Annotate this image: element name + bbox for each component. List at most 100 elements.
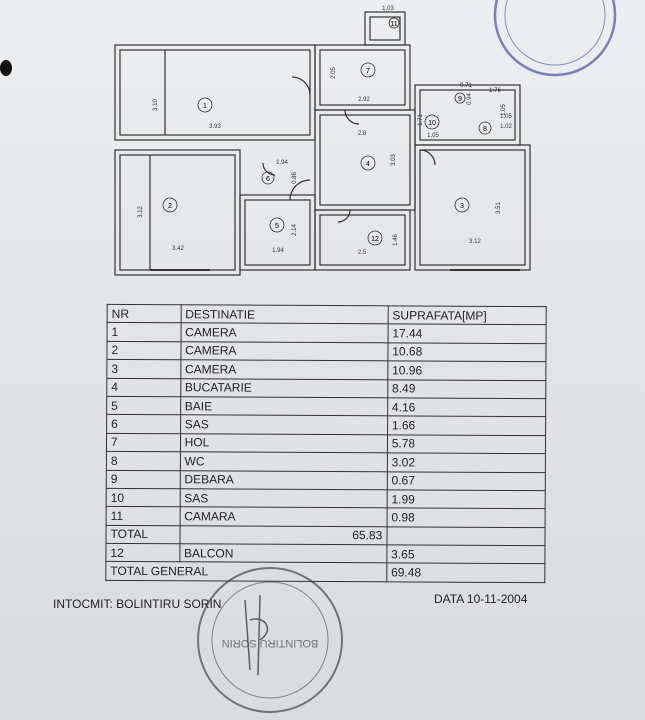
row-suprafata: 5.78 <box>387 434 546 454</box>
room-6-width: 1.94 <box>276 160 288 166</box>
row-destinatie: SAS <box>180 415 388 435</box>
total-empty <box>386 526 546 546</box>
row-nr: 7 <box>106 433 181 452</box>
room-2-number: 2 <box>168 203 172 210</box>
room-4-height: 3.03 <box>391 154 397 166</box>
room-9-number: 9 <box>458 96 462 103</box>
header-destinatie: DESTINATIE <box>180 304 388 325</box>
row-nr: 8 <box>106 451 181 471</box>
room-12-number: 12 <box>371 236 379 243</box>
punch-hole-mark <box>0 60 12 76</box>
room-9-width: 0.71 <box>460 83 472 89</box>
row-suprafata: 3.02 <box>387 452 546 473</box>
room-12-width: 2.5 <box>358 250 367 256</box>
floor-plan: 1 2 3 4 5 6 7 8 9 10 11 12 3.93 3.10 3.4… <box>100 0 550 285</box>
floor-plan-drawing: 1 2 3 4 5 6 7 8 9 10 11 12 3.93 3.10 3.4… <box>114 6 531 276</box>
room-5-number: 5 <box>275 223 279 230</box>
row-destinatie: BUCATARIE <box>180 378 388 398</box>
room-10-height: 1.71 <box>418 114 424 126</box>
room-10-number: 10 <box>428 120 436 127</box>
table-header-row: NR DESTINATIE SUPRAFATA[MP] <box>107 304 547 326</box>
room-10-width: 1.05 <box>427 133 439 139</box>
room-1-height: 3.10 <box>153 99 159 111</box>
total-label: TOTAL <box>105 525 180 544</box>
room-7-height: 2.05 <box>331 67 337 79</box>
row-destinatie: HOL <box>180 433 388 453</box>
bottom-stamp: BOLINTIRU SORIN <box>197 567 343 713</box>
room-3-width: 3.12 <box>469 239 481 245</box>
row-suprafata: 17.44 <box>387 324 547 344</box>
room-3-number: 3 <box>460 203 464 210</box>
row-nr: 3 <box>106 359 181 379</box>
room-11-number: 11 <box>390 21 397 28</box>
balcon-value: 3.65 <box>386 544 545 565</box>
row-suprafata: 0.67 <box>387 471 546 491</box>
room-12-height: 1.46 <box>393 234 399 246</box>
row-destinatie: CAMERA <box>180 323 388 343</box>
room-8-height: 1.02 <box>500 124 512 130</box>
row-nr: 2 <box>106 341 181 360</box>
row-suprafata: 4.16 <box>387 397 546 417</box>
room-6-number: 6 <box>266 176 270 183</box>
svg-text:BOLINTIRU SORIN: BOLINTIRU SORIN <box>222 637 319 649</box>
extra-dim-1: 1.76 <box>489 88 501 94</box>
row-nr: 4 <box>106 377 181 397</box>
row-destinatie: BAIE <box>180 396 388 417</box>
extra-dim-2: 1.05 <box>501 104 507 116</box>
row-suprafata: 8.49 <box>387 379 546 399</box>
room-8-width: 1.05 <box>500 114 512 120</box>
row-suprafata: 10.68 <box>387 342 547 362</box>
room-4-number: 4 <box>366 161 370 168</box>
row-nr: 10 <box>106 488 180 508</box>
row-destinatie: CAMARA <box>179 507 387 527</box>
total-row: TOTAL 65.83 <box>105 525 546 546</box>
header-nr: NR <box>107 304 181 324</box>
row-suprafata: 1.66 <box>387 416 546 436</box>
room-11-width: 1.03 <box>382 6 394 12</box>
header-suprafata: SUPRAFATA[MP] <box>387 305 547 326</box>
row-destinatie: SAS <box>179 488 388 509</box>
room-2-width: 3.42 <box>172 246 184 252</box>
room-7-number: 7 <box>366 68 370 75</box>
general-value: 69.48 <box>386 563 545 583</box>
room-9-height: 0.94 <box>467 93 473 105</box>
room-6-height: 0.86 <box>292 172 298 184</box>
row-nr: 5 <box>106 396 181 416</box>
room-5-width: 1.94 <box>272 248 284 254</box>
prepared-by: INTOCMIT: BOLINTIRU SORIN <box>53 597 222 611</box>
top-stamp <box>493 0 617 77</box>
row-destinatie: CAMERA <box>180 341 388 361</box>
room-5-height: 2.14 <box>292 224 298 236</box>
document-date: DATA 10-11-2004 <box>434 592 528 606</box>
room-4-width: 2.8 <box>358 131 367 137</box>
balcon-nr: 12 <box>105 543 180 563</box>
row-nr: 1 <box>107 322 181 342</box>
row-nr: 11 <box>106 506 180 526</box>
row-destinatie: DEBARA <box>179 470 388 490</box>
row-nr: 6 <box>106 414 181 434</box>
row-destinatie: CAMERA <box>180 359 388 380</box>
room-1-width: 3.93 <box>209 124 221 130</box>
room-8-number: 8 <box>483 126 487 133</box>
row-suprafata: 0.98 <box>386 508 546 528</box>
row-suprafata: 1.99 <box>386 489 546 509</box>
total-value: 65.83 <box>179 525 387 545</box>
room-3-height: 3.51 <box>496 202 502 214</box>
room-2-height: 3.12 <box>138 206 144 218</box>
row-suprafata: 10.96 <box>387 360 546 381</box>
room-1-number: 1 <box>203 103 207 110</box>
row-nr: 9 <box>106 469 180 489</box>
